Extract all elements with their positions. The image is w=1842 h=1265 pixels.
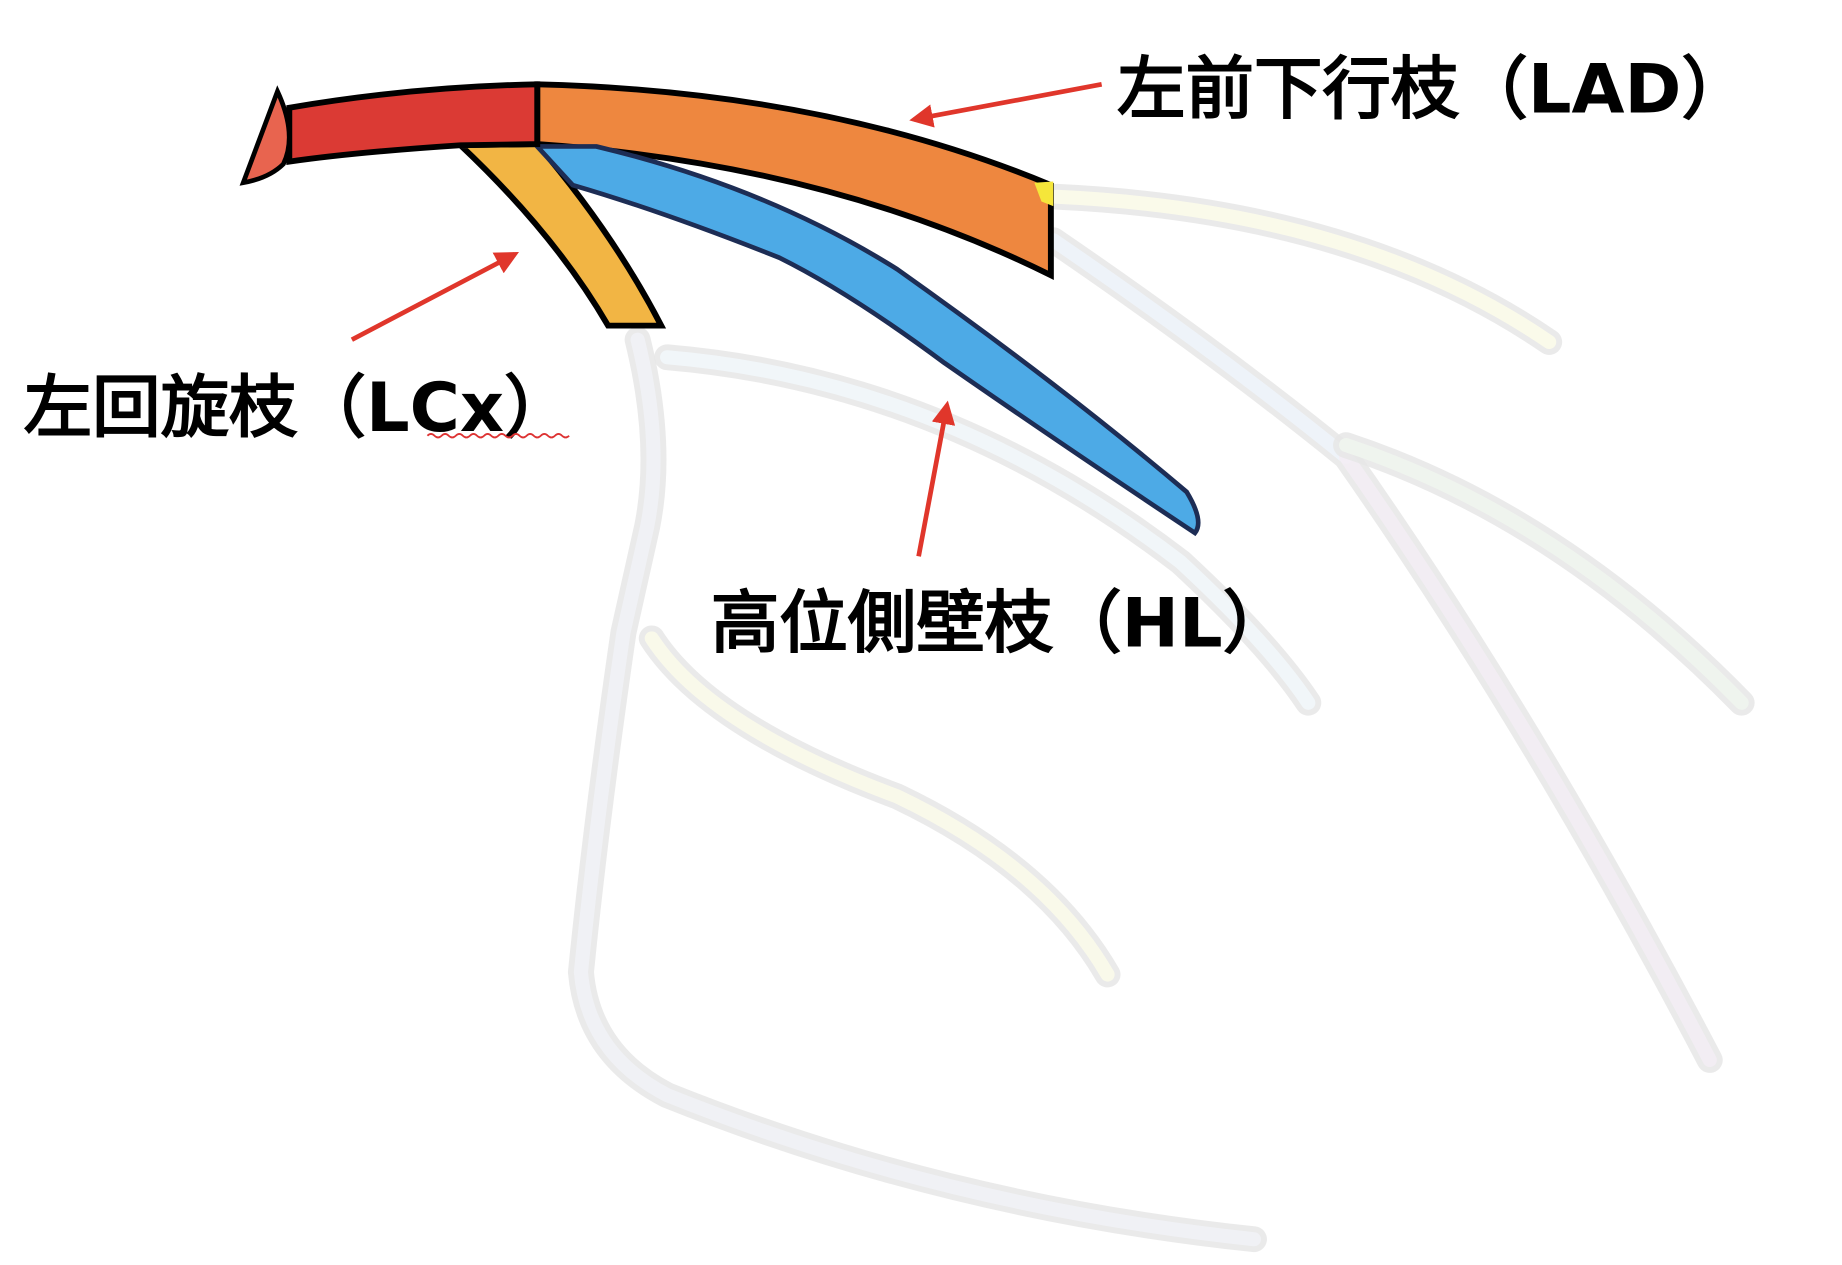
hl-pointer-arrow — [916, 400, 956, 557]
faint-lad-apex-fill — [1338, 449, 1717, 1068]
hl-label: 高位側壁枝（HL） — [711, 585, 1291, 664]
faint-d2-fill — [1338, 438, 1749, 710]
lcx-segment — [453, 141, 667, 329]
faint-diagonal-2 — [1333, 432, 1755, 716]
faint-om2-fill — [644, 631, 1115, 982]
left-main-ostium-cap — [239, 85, 292, 186]
left-main-segment — [286, 81, 541, 166]
lad-yellow-marker — [1034, 181, 1054, 207]
faint-om1-fill — [660, 350, 1316, 710]
lad-segment — [534, 81, 1054, 280]
lcx-label: 左回旋枝（LCx） — [24, 369, 573, 448]
faint-lad-distal-fill — [1046, 233, 1354, 464]
hl-segment — [531, 144, 1201, 537]
lcx-pointer-arrow — [350, 251, 519, 342]
faint-distal-vessels — [567, 183, 1755, 1253]
lad-pointer-arrow — [909, 82, 1103, 128]
faint-d1-fill — [1049, 189, 1557, 350]
faint-diagonal-1 — [1043, 183, 1563, 355]
lad-label: 左前下行枝（LAD） — [1117, 51, 1750, 130]
spellcheck-underline — [426, 433, 570, 439]
faint-obtuse-marginal-2 — [638, 625, 1121, 988]
faint-lcx-distal-fill — [573, 332, 1262, 1247]
